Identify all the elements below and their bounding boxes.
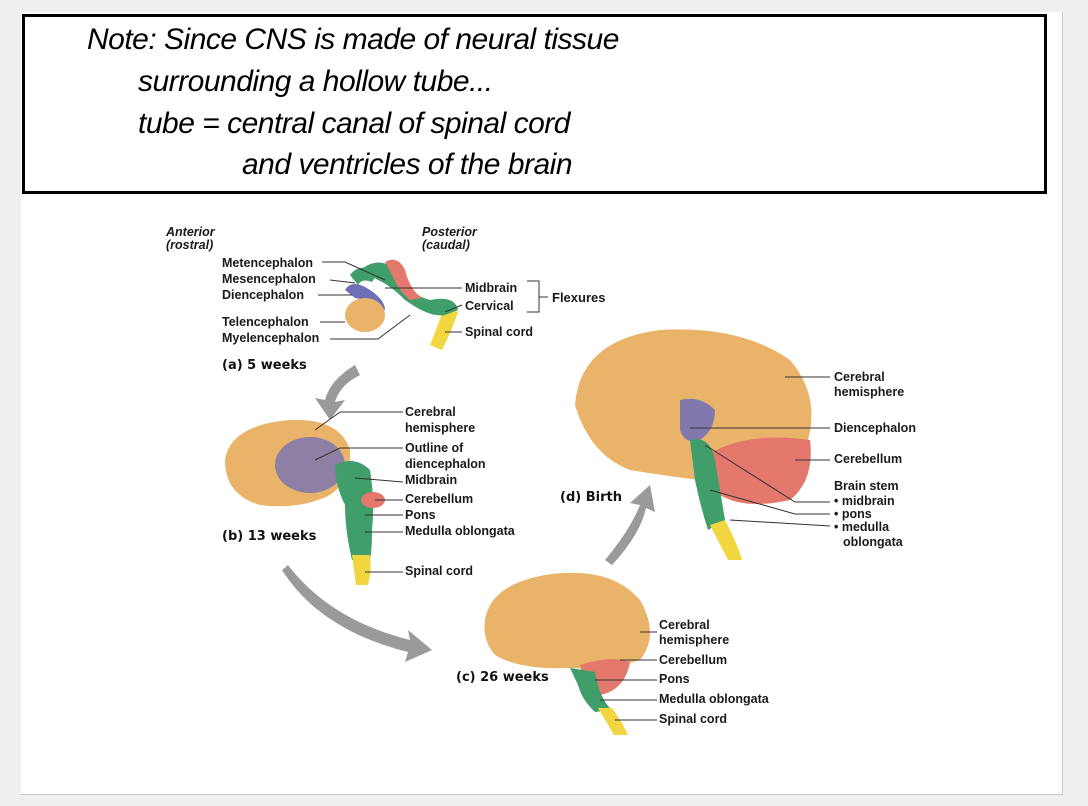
label-d-cerebellum: Cerebellum: [834, 452, 903, 466]
label-b-spinal-cord: Spinal cord: [405, 564, 474, 578]
label-b-hemisphere: hemisphere: [405, 421, 476, 435]
label-d-oblongata: oblongata: [843, 535, 903, 549]
posterior-label: Posterior: [422, 225, 477, 239]
label-c-hemisphere: hemisphere: [659, 633, 730, 647]
label-c-spinal-cord: Spinal cord: [659, 712, 728, 726]
label-telencephalon: Telencephalon: [222, 315, 309, 329]
arrow-b-to-c: [282, 565, 432, 662]
label-a-midbrain: Midbrain: [465, 281, 518, 295]
arrow-c-to-d: [605, 485, 655, 565]
label-b-diencephalon: diencephalon: [405, 457, 486, 471]
label-b-medulla: Medulla oblongata: [405, 524, 515, 538]
note-box: Note: Since CNS is made of neural tissue…: [22, 14, 1047, 194]
caption-a: (a) 5 weeks: [222, 358, 307, 373]
label-d-medulla: • medulla: [834, 520, 890, 534]
caption-b: (b) 13 weeks: [222, 529, 317, 544]
label-b-cerebral: Cerebral: [405, 405, 456, 419]
label-c-pons: Pons: [659, 672, 690, 686]
note-line-4: and ventricles of the brain: [242, 148, 573, 181]
label-d-brain-stem: Brain stem: [834, 479, 899, 493]
label-b-outline-of: Outline of: [405, 441, 464, 455]
label-mesencephalon: Mesencephalon: [222, 272, 316, 286]
anterior-sub-label: (rostral): [166, 238, 214, 252]
label-d-pons: • pons: [834, 507, 872, 521]
label-b-cerebellum: Cerebellum: [405, 492, 474, 506]
note-line-1: Note: Since CNS is made of neural tissue: [87, 23, 619, 56]
caption-c: (c) 26 weeks: [456, 670, 549, 685]
label-metencephalon: Metencephalon: [222, 256, 313, 270]
note-line-3: tube = central canal of spinal cord: [138, 107, 570, 140]
label-c-cerebellum: Cerebellum: [659, 653, 728, 667]
label-a-cervical: Cervical: [465, 299, 514, 313]
label-c-cerebral: Cerebral: [659, 618, 710, 632]
panel-b-brain: [225, 419, 385, 585]
arrow-a-to-b: [315, 365, 360, 420]
label-flexures: Flexures: [552, 290, 606, 305]
label-d-diencephalon: Diencephalon: [834, 421, 916, 435]
label-b-pons: Pons: [405, 508, 436, 522]
panel-c-brain: [484, 572, 650, 735]
label-diencephalon: Diencephalon: [222, 288, 304, 302]
label-d-midbrain: • midbrain: [834, 494, 895, 508]
label-d-cerebral: Cerebral: [834, 370, 885, 384]
note-line-2: surrounding a hollow tube...: [138, 65, 493, 98]
posterior-sub-label: (caudal): [422, 238, 470, 252]
label-a-spinal-cord: Spinal cord: [465, 325, 534, 339]
label-d-hemisphere: hemisphere: [834, 385, 905, 399]
caption-d: (d) Birth: [560, 490, 622, 505]
label-b-midbrain: Midbrain: [405, 473, 458, 487]
panel-a-tube: [345, 259, 458, 350]
label-myelencephalon: Myelencephalon: [222, 331, 320, 345]
label-c-medulla: Medulla oblongata: [659, 692, 769, 706]
panel-d-brain: [575, 329, 812, 560]
anterior-label: Anterior: [166, 225, 215, 239]
